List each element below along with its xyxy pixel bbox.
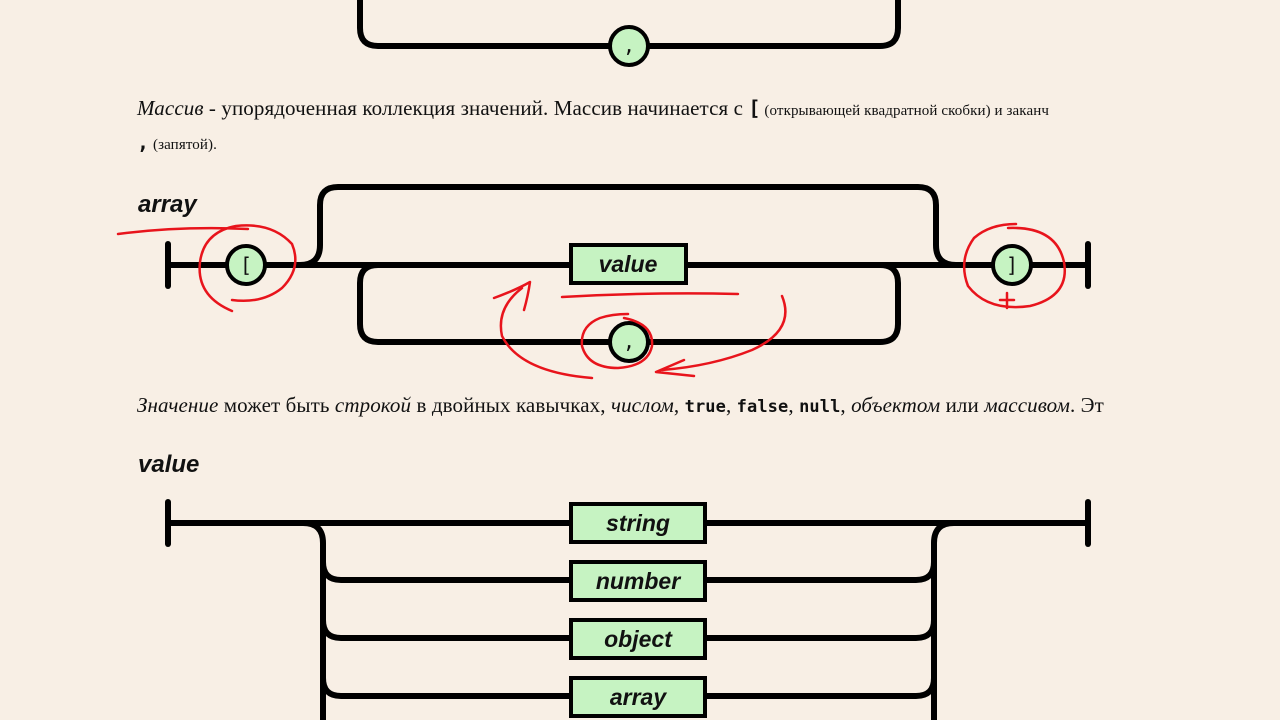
value-option-array: array <box>610 684 667 710</box>
value-text-8: . Эт <box>1069 393 1104 417</box>
array-description-line-1: Массив - упорядоченная коллекция значени… <box>137 96 1049 121</box>
value-diagram-title: value <box>138 451 200 478</box>
value-left-rail <box>300 520 326 720</box>
object-word: объектом <box>851 393 941 417</box>
value-option-object: object <box>604 626 673 652</box>
annotation-arrow-left <box>499 286 594 380</box>
array-word: массивом <box>984 393 1070 417</box>
comma-glyph: , <box>137 130 150 154</box>
array-diagram-title: array <box>138 191 197 218</box>
top-comma-label: , <box>623 33 635 57</box>
array-open-label: [ <box>240 253 252 277</box>
value-text-4: , <box>725 393 737 417</box>
value-text-2: в двойных кавычках, <box>411 393 611 417</box>
array-value-box <box>569 243 688 285</box>
value-text-7: или <box>940 393 985 417</box>
annotation-plus <box>998 291 1016 310</box>
value-option-string: string <box>606 510 670 536</box>
annotation-circle-close <box>962 222 1067 309</box>
number-word: числом <box>610 393 674 417</box>
array-comma-token <box>608 321 650 363</box>
comma-note: (запятой). <box>149 137 217 153</box>
array-term: Массив <box>137 96 204 120</box>
keyword-null: null <box>799 397 841 417</box>
array-comma-label: , <box>623 329 635 353</box>
array-value-label: value <box>599 251 658 277</box>
value-array-box <box>569 676 707 718</box>
string-word: строкой <box>334 393 412 417</box>
array-open-token <box>225 244 267 286</box>
value-string-box <box>569 502 707 544</box>
annotation-arrowhead-left <box>492 280 532 312</box>
annotation-arrowhead-right <box>654 358 696 378</box>
array-description-text: - упорядоченная коллекция значений. Масс… <box>203 96 749 120</box>
value-object-box <box>569 618 707 660</box>
annotation-circle-open <box>198 224 297 313</box>
keyword-false: false <box>736 397 789 417</box>
keyword-true: true <box>684 397 726 417</box>
array-empty-bypass <box>297 184 959 268</box>
value-number-box <box>569 560 707 602</box>
annotation-underline-title <box>116 226 250 236</box>
annotation-circle-comma <box>580 312 654 370</box>
value-text-6: , <box>840 393 852 417</box>
open-bracket-glyph: [ <box>748 96 761 120</box>
value-text-5: , <box>788 393 800 417</box>
top-comma-token <box>608 25 650 67</box>
array-close-label: ] <box>1006 253 1018 277</box>
value-term: Значение <box>137 393 219 417</box>
value-text-3: , <box>673 393 685 417</box>
value-right-rail <box>931 520 957 720</box>
annotation-arrow-right <box>660 294 787 372</box>
annotation-underline-value <box>560 292 740 299</box>
value-text-1: может быть <box>218 393 335 417</box>
value-option-number: number <box>596 568 681 594</box>
array-close-token <box>991 244 1033 286</box>
array-description-line-2: , (запятой). <box>137 130 217 155</box>
bracket-note: (открывающей квадратной скобки) и заканч <box>760 103 1049 119</box>
value-description: Значение может быть строкой в двойных ка… <box>137 393 1104 418</box>
